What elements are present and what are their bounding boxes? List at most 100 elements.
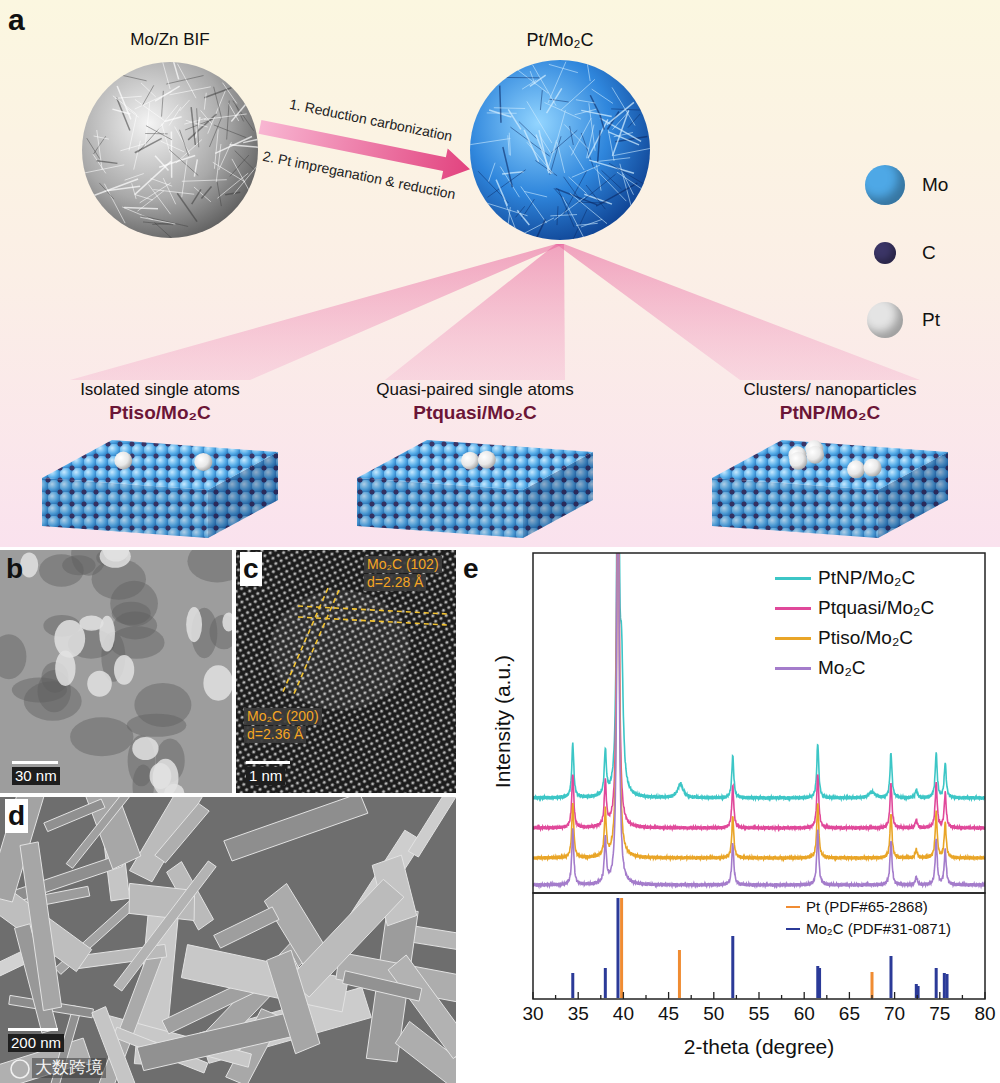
legend-line-swatch	[775, 637, 811, 640]
flake-line	[135, 195, 153, 200]
axis-tick	[939, 992, 940, 999]
sem-platelet	[20, 842, 62, 1011]
flake-line	[135, 161, 171, 194]
flake-line	[581, 110, 611, 116]
tem-dark-grain	[113, 612, 157, 640]
sem-platelet	[44, 799, 105, 832]
node-title: Ptquasi/Mo₂C	[345, 402, 605, 425]
reference-bar	[818, 968, 821, 998]
flake-line	[521, 186, 547, 223]
tick-label: 35	[568, 1003, 589, 1026]
pt-atom	[864, 459, 882, 477]
reference-bar	[678, 950, 681, 998]
flake-line	[140, 183, 171, 203]
axis-tick	[623, 992, 624, 999]
tem-dark-grain	[24, 681, 82, 721]
annotation-label: Mo₂C (200)	[244, 708, 322, 725]
flake-line	[581, 174, 615, 201]
flake-line	[607, 111, 619, 129]
reference-bar	[871, 972, 874, 998]
flake-line	[227, 101, 230, 140]
legend-label: Mo₂C	[818, 657, 866, 680]
flake-line	[508, 135, 509, 155]
flake-line	[140, 217, 175, 224]
panel-letter: e	[463, 552, 479, 586]
axis-tick	[849, 992, 850, 999]
legend-atom-swatch	[867, 302, 903, 338]
flake-line	[208, 90, 226, 134]
flake-line	[234, 161, 262, 195]
flake-line	[204, 114, 247, 120]
xrd-curve	[533, 553, 985, 860]
hrtem-bright-region	[270, 590, 410, 710]
flake-line	[223, 83, 237, 104]
watermark-logo	[11, 1060, 29, 1078]
node-title: PtNP/Mo₂C	[700, 402, 960, 425]
flake-line	[201, 110, 212, 124]
flake-line	[182, 159, 187, 197]
axis-tick	[826, 995, 827, 999]
reference-bar	[571, 973, 574, 998]
panel-letter: c	[240, 552, 262, 586]
hrtem-lattice	[236, 550, 456, 793]
sem-platelet	[343, 971, 422, 1001]
sem-platelet	[155, 803, 209, 862]
flake-line	[612, 87, 635, 125]
sphere-flakes	[464, 62, 653, 241]
flake-line	[564, 171, 587, 214]
slab-top-face	[712, 440, 948, 490]
zoom-beam	[385, 244, 565, 380]
xrd-curve	[533, 553, 985, 887]
tem-pore	[203, 665, 232, 700]
scale-bar	[8, 1028, 58, 1031]
flake-line	[554, 197, 585, 220]
flake-line	[549, 99, 569, 102]
tem-pore	[186, 607, 202, 642]
flake-line	[125, 174, 144, 181]
xrd-curves	[533, 553, 985, 887]
flake-line	[146, 126, 172, 140]
flake-line	[134, 141, 141, 170]
flake-line	[135, 99, 164, 120]
pt-atom	[194, 453, 212, 471]
axis-tick	[691, 995, 692, 999]
mo2c-slab	[42, 440, 278, 538]
flake-line	[232, 159, 251, 194]
flake-line	[570, 193, 607, 224]
flake-line	[608, 130, 614, 161]
node-title: Ptiso/Mo₂C	[30, 402, 290, 425]
sem-platelet	[408, 797, 456, 857]
flake-line	[483, 202, 527, 216]
flake-line	[587, 125, 594, 159]
flake-line	[516, 206, 525, 217]
tem-pore	[87, 671, 112, 697]
flake-line	[171, 131, 173, 177]
tem-dark-grain	[0, 634, 26, 679]
flake-line	[488, 163, 495, 182]
scale-bar	[12, 761, 58, 764]
particle-node: Mo/Zn BIF	[80, 30, 260, 242]
flake-line	[76, 165, 125, 175]
tem-pore	[114, 655, 134, 685]
flake-line	[155, 156, 168, 171]
axis-tick	[713, 992, 714, 999]
flake-line	[225, 192, 240, 195]
flake-line	[609, 163, 650, 187]
annotation-label: 2-theta (degree)	[684, 1034, 835, 1059]
flake-line	[163, 178, 175, 204]
tem-dark-grain	[70, 717, 133, 756]
lattice-fringe-marker	[298, 617, 448, 625]
axis-tick	[600, 995, 601, 999]
tem-ground	[0, 550, 232, 793]
flake-line	[536, 219, 545, 239]
pt-atom	[114, 452, 132, 470]
flake-line	[217, 173, 248, 198]
tem-pore	[153, 759, 179, 793]
axis-tick	[917, 995, 918, 999]
flake-line	[589, 103, 595, 151]
mo2c-slab	[712, 440, 948, 538]
tick-label: 75	[929, 1003, 950, 1026]
reference-bar	[917, 986, 920, 998]
flake-line	[175, 127, 190, 155]
legend-line-swatch	[786, 928, 800, 930]
